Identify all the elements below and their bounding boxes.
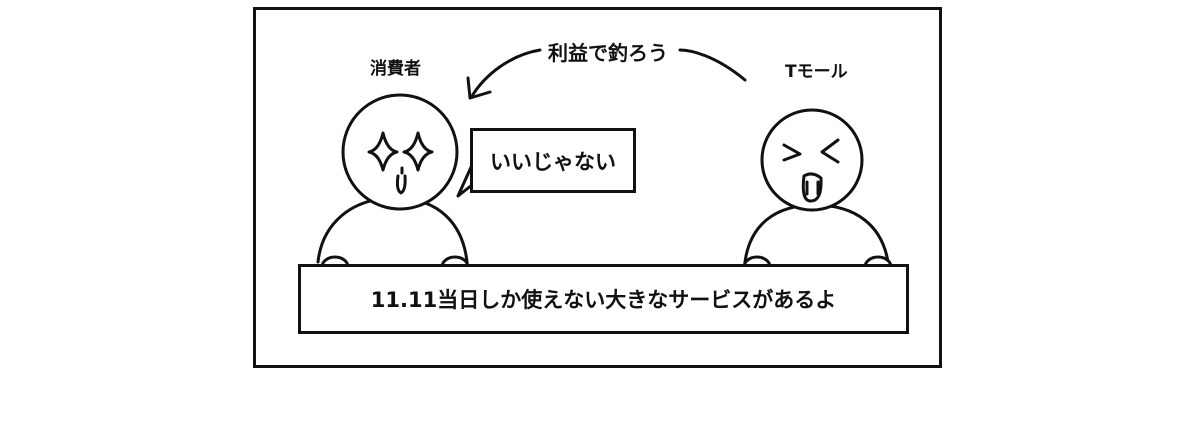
- curved-arrow: [470, 48, 747, 98]
- sign-board: 11.11当日しか使えない大きなサービスがあるよ: [298, 264, 909, 334]
- consumer-label: 消費者: [370, 59, 421, 79]
- sign-text: 11.11当日しか使えない大きなサービスがあるよ: [370, 288, 837, 312]
- sparkle-eye-right-icon: [402, 131, 434, 172]
- sparkle-eye-left-icon: [367, 131, 399, 172]
- squint-eye-right-icon: [820, 138, 840, 164]
- tmall-label: Tモール: [785, 62, 848, 82]
- tmall-body: [743, 203, 890, 264]
- tmall-mouth: [801, 172, 823, 203]
- arrowhead-icon: [466, 76, 492, 100]
- speech-bubble: いいじゃない: [470, 128, 636, 193]
- speech-bubble-text: いいじゃない: [490, 149, 616, 174]
- consumer-head: [341, 93, 459, 211]
- arrow-caption: 利益で釣ろう: [548, 41, 668, 65]
- consumer-mouth: [395, 166, 407, 195]
- tmall-head: [760, 108, 864, 212]
- squint-eye-left-icon: [782, 143, 802, 162]
- speech-bubble-tail: [456, 163, 474, 198]
